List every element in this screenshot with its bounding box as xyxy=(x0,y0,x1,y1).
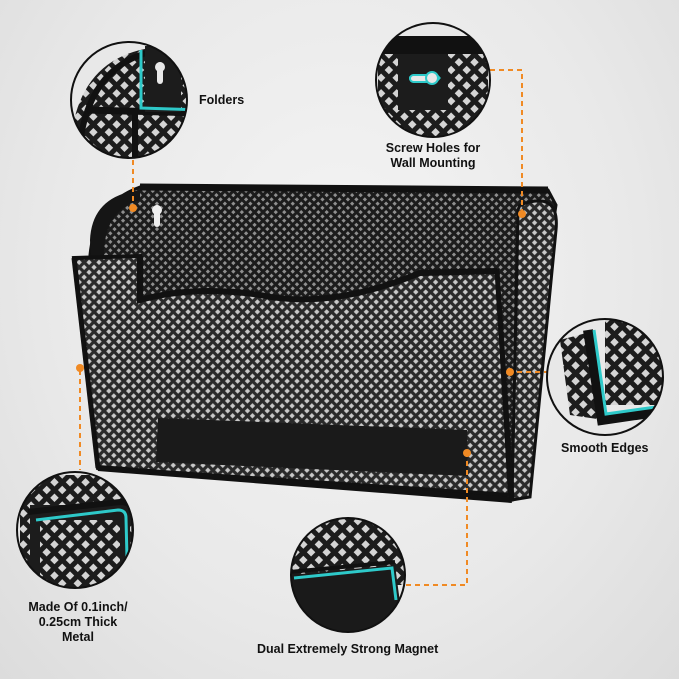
callout-thick-metal: Made Of 0.1inch/ 0.25cm Thick Metal xyxy=(22,600,134,645)
screw-holes-label-line1: Screw Holes for xyxy=(385,141,481,155)
smooth-edge-zoom-icon xyxy=(546,318,664,436)
thick-metal-label-line2: 0.25cm Thick xyxy=(38,615,118,629)
folders-label: Folders xyxy=(199,93,245,107)
thick-metal-label-line1: Made Of 0.1inch/ xyxy=(28,600,128,614)
thick-metal-label-line3: Metal xyxy=(62,630,94,644)
callout-smooth-edges: Smooth Edges xyxy=(561,441,649,456)
screw-holes-label-line2: Wall Mounting xyxy=(390,156,476,170)
smooth-edges-label: Smooth Edges xyxy=(561,441,649,455)
magnet-strip-zoom-icon xyxy=(290,517,406,633)
callout-folders: Folders xyxy=(199,93,244,108)
callout-screw-holes: Screw Holes for Wall Mounting xyxy=(374,141,492,171)
keyhole-slot-icon xyxy=(152,205,162,227)
callout-dots xyxy=(76,204,526,457)
callout-magnet: Dual Extremely Strong Magnet xyxy=(257,642,438,657)
keyhole-slot-zoom-icon xyxy=(375,22,491,138)
folder-compartment-zoom-icon xyxy=(70,41,188,159)
callout-connectors xyxy=(79,69,549,586)
wall-file-holder xyxy=(71,183,558,503)
metal-thickness-zoom-icon xyxy=(16,471,134,589)
magnet-label: Dual Extremely Strong Magnet xyxy=(257,642,439,656)
